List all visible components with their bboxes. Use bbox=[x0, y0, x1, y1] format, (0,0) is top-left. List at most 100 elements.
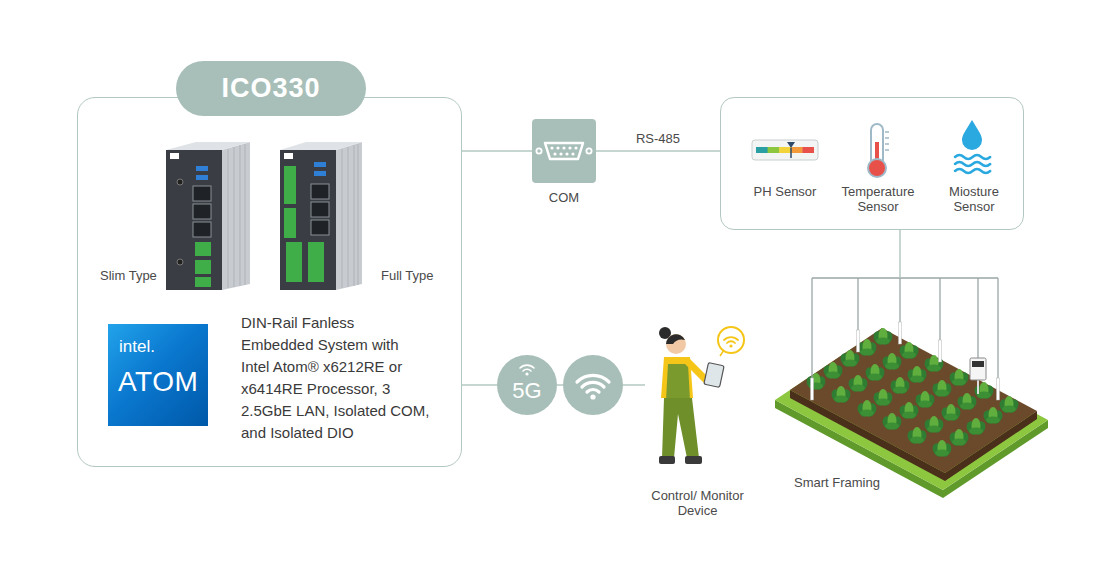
slim-device-part bbox=[196, 166, 208, 171]
farmer-figure-part bbox=[662, 398, 699, 458]
serial-port-icon-part bbox=[545, 143, 583, 159]
serial-port-icon-part-part bbox=[571, 152, 574, 155]
temperature-sensor-icon-part bbox=[885, 132, 889, 150]
farm-field-illustration-part bbox=[898, 342, 921, 360]
wifi-circle-part bbox=[590, 394, 595, 399]
farm-field-illustration-part bbox=[931, 440, 954, 458]
farmer-figure bbox=[659, 327, 744, 464]
ph-sensor-icon-part bbox=[768, 147, 780, 153]
field-post-part bbox=[997, 378, 1000, 400]
farm-field-illustration-part bbox=[956, 393, 979, 411]
moisture-sensor-icon-part bbox=[962, 120, 982, 150]
full-device-part bbox=[308, 242, 324, 282]
farm-field-illustration-part bbox=[872, 389, 895, 407]
farm-field-illustration-part bbox=[830, 386, 853, 404]
full-device-part bbox=[314, 162, 326, 167]
wifi-circle-part bbox=[577, 375, 609, 392]
wifi-circle-part bbox=[563, 355, 623, 415]
field-sensor-device-part bbox=[972, 361, 984, 367]
slim-device-part bbox=[195, 260, 211, 274]
temperature-sensor-icon bbox=[868, 124, 889, 177]
farm-field-illustration-part bbox=[898, 402, 921, 420]
processor-logo: intel.ATOM bbox=[108, 324, 208, 426]
product-name: ICO330 bbox=[221, 73, 320, 104]
full-device-part bbox=[311, 202, 329, 217]
signal-icon bbox=[497, 359, 557, 379]
device-caption: Slim Type bbox=[100, 268, 180, 283]
full-device bbox=[280, 142, 362, 290]
temperature-sensor-icon-part bbox=[868, 159, 886, 177]
serial-port-icon-part-part bbox=[553, 152, 556, 155]
slim-device-part bbox=[177, 179, 183, 185]
farm-field-illustration-part bbox=[923, 355, 946, 373]
full-device-part bbox=[284, 166, 296, 204]
slim-device-part bbox=[170, 153, 179, 159]
signal-icon-part bbox=[520, 365, 534, 371]
brand-text: intel. bbox=[119, 337, 155, 357]
serial-port-icon-part-part bbox=[556, 146, 559, 149]
farm-field-illustration-part bbox=[872, 328, 895, 346]
port-label: COM bbox=[514, 190, 614, 205]
ph-sensor-icon-part bbox=[752, 140, 818, 160]
serial-port-icon-part bbox=[550, 146, 577, 155]
farmer-figure-part bbox=[704, 363, 724, 388]
farm-field-illustration-part bbox=[881, 353, 904, 371]
moisture-sensor-icon bbox=[955, 120, 990, 173]
full-device-part bbox=[280, 150, 336, 290]
farmer-figure-part bbox=[685, 456, 702, 464]
farm-field-illustration-part bbox=[847, 375, 870, 393]
farmer-figure-part bbox=[666, 334, 685, 344]
field-post bbox=[811, 322, 1000, 400]
title-pill: ICO330 bbox=[176, 61, 366, 116]
field-sensor-device-part bbox=[970, 358, 986, 380]
farm-field-illustration-part bbox=[973, 382, 996, 400]
farmer-figure-part bbox=[729, 344, 732, 347]
slim-device-part bbox=[177, 259, 183, 265]
connector-line bbox=[899, 230, 901, 278]
sensor-label: PH Sensor bbox=[739, 184, 831, 199]
slim-device bbox=[166, 142, 250, 290]
network-circle: 5G bbox=[497, 355, 557, 415]
field-sensor-device-part bbox=[977, 380, 979, 394]
connector-line bbox=[596, 150, 720, 152]
slim-device-part bbox=[193, 222, 211, 237]
signal-label: RS-485 bbox=[634, 131, 682, 146]
serial-port-icon-part-part bbox=[574, 146, 577, 149]
moisture-sensor-icon-part bbox=[955, 155, 990, 173]
serial-port-icon-part-part bbox=[559, 152, 562, 155]
sensor-label: Miosture Sensor bbox=[928, 184, 1020, 214]
farm-field-illustration-part bbox=[856, 400, 879, 418]
farm-field-illustration-part bbox=[822, 362, 845, 380]
farm-field-illustration-part bbox=[940, 404, 963, 422]
farmer-figure-part bbox=[688, 362, 706, 380]
farm-field-illustration-part bbox=[931, 380, 954, 398]
farm-field-illustration-part bbox=[914, 391, 937, 409]
connector-line bbox=[462, 384, 497, 386]
farmer-figure-part bbox=[666, 334, 686, 354]
full-device-part bbox=[311, 184, 329, 199]
device-caption: Full Type bbox=[381, 268, 461, 283]
farm-field-illustration-part bbox=[864, 364, 887, 382]
com-port-box: COM bbox=[532, 119, 596, 183]
serial-port-icon-part-part bbox=[565, 152, 568, 155]
ph-sensor-icon-part bbox=[787, 142, 795, 148]
full-device-part bbox=[286, 242, 302, 282]
farmer-figure-part bbox=[666, 364, 690, 400]
full-device-part bbox=[280, 142, 362, 150]
farmer-figure-part bbox=[659, 456, 675, 464]
full-device-part bbox=[284, 153, 293, 159]
full-device-part bbox=[314, 171, 326, 176]
serial-port-icon-part bbox=[586, 148, 591, 153]
serial-port-icon bbox=[532, 119, 596, 183]
farm-field-illustration-part bbox=[775, 330, 1048, 490]
connector-line bbox=[462, 150, 532, 152]
slim-device-part bbox=[195, 242, 211, 256]
slim-device-part bbox=[193, 186, 211, 201]
sensor-panel: PH SensorTemperature SensorMiosture Sens… bbox=[720, 97, 1024, 230]
field-post-part bbox=[857, 330, 860, 352]
farm-field-illustration-part bbox=[923, 416, 946, 434]
farm-field-illustration-part bbox=[982, 407, 1005, 425]
slim-device-part bbox=[228, 144, 245, 288]
farmer-figure-part bbox=[724, 337, 738, 343]
